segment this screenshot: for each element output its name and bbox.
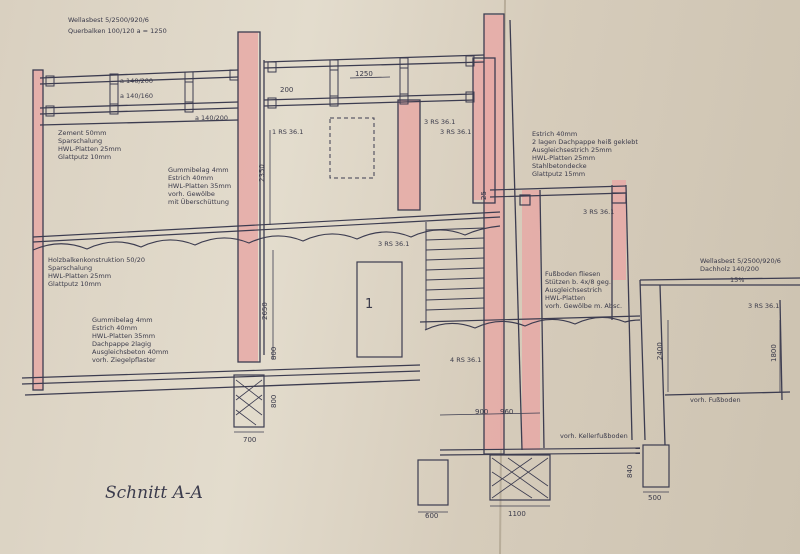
dim-800a: 800 [270, 347, 278, 360]
label-existing-floor: vorh. Fußboden [690, 396, 741, 404]
label-right-top-5: Stahlbetondecke [532, 162, 587, 170]
vaulted-ceiling [32, 211, 501, 251]
label-cellar-floor: vorh. Kellerfußboden [560, 432, 628, 440]
label-rubber-4: vorh. Gewölbe [168, 190, 215, 198]
drawing-title: Schnitt A-A [105, 483, 203, 503]
label-rs-5: 4 RS 36.1 [450, 356, 481, 364]
label-right-top-2: 2 lagen Dachpappe heiß geklebt [532, 138, 638, 146]
label-wood-2: Sparschalung [48, 264, 92, 272]
foundations [233, 374, 670, 506]
label-right-mid-2: Stützen b. 4x/8 geg. [545, 278, 611, 286]
label-rubber-1: Gummibelag 4mm [168, 166, 229, 174]
dim-800b: 800 [270, 395, 278, 408]
room-number: 1 [365, 297, 373, 312]
label-ground-5: Ausgleichsbeton 40mm [92, 348, 169, 356]
label-right-top-3: Ausgleichsestrich 25mm [532, 146, 612, 154]
label-right-top-4: HWL-Platten 25mm [532, 154, 595, 162]
mid-wall-fill [398, 100, 420, 210]
dim-840: 840 [626, 465, 634, 478]
label-wood-3: HWL-Platten 25mm [48, 272, 111, 280]
ground-slab [21, 364, 641, 456]
dim-900: 900 [475, 408, 488, 416]
roof-hatch [329, 117, 375, 179]
label-right-top-6: Glattputz 15mm [532, 170, 585, 178]
label-right-mid-1: Fußboden fliesen [545, 270, 600, 278]
label-floor-top-2: Sparschalung [58, 137, 102, 145]
roof-beams [45, 55, 475, 117]
dim-700: 700 [243, 436, 256, 444]
lower-vault [419, 315, 641, 331]
chimney-right-fill [484, 15, 504, 450]
door [356, 261, 403, 358]
label-roof-right-2: Dachholz 140/200 [700, 265, 759, 273]
label-slope: 15% [730, 276, 744, 284]
roof-structure [39, 54, 485, 126]
label-floor-top-4: Glattputz 10mm [58, 153, 111, 161]
annotations: Wellasbest 5/2500/920/6 Querbalken 100/1… [48, 16, 781, 440]
annex-wall-fill [612, 180, 626, 280]
label-wood-4: Glattputz 10mm [48, 280, 101, 288]
right-wall-fill-lower [522, 190, 540, 450]
label-rs-4: 3 RS 36.1 [378, 240, 409, 248]
dim-2650: 2650 [261, 302, 269, 320]
label-rs-6: 3 RS 36.1 [583, 208, 614, 216]
label-right-mid-5: vorh. Gewölbe m. Absc. [545, 302, 622, 310]
label-rs-1: 1 RS 36.1 [272, 128, 303, 136]
dim-1800: 1800 [770, 344, 778, 362]
dim-25: 25 [480, 191, 488, 200]
label-roof-top: Wellasbest 5/2500/920/6 [68, 16, 149, 24]
label-rubber-5: mit Überschüttung [168, 197, 229, 206]
label-roof-beam: Querbalken 100/120 a = 1250 [68, 27, 167, 35]
label-ground-1: Gummibelag 4mm [92, 316, 153, 324]
label-rubber-3: HWL-Platten 35mm [168, 182, 231, 190]
dim-600: 600 [425, 512, 438, 520]
label-ground-6: vorh. Ziegelpflaster [92, 356, 156, 364]
label-beam-1: a 140/200 [120, 77, 153, 85]
label-rs-3: 3 RS 36.1 [440, 128, 471, 136]
dim-2350: 2350 [258, 164, 266, 182]
label-floor-top-3: HWL-Platten 25mm [58, 145, 121, 153]
label-ground-2: Estrich 40mm [92, 324, 137, 332]
label-rubber-2: Estrich 40mm [168, 174, 213, 182]
label-right-mid-4: HWL-Platten [545, 294, 585, 302]
label-ground-4: Dachpappe 2lagig [92, 340, 151, 348]
dim-960: 960 [500, 408, 513, 416]
dim-500: 500 [648, 494, 661, 502]
dimension-lines [234, 76, 781, 513]
left-wall-fill [33, 70, 43, 390]
label-wood-1: Holzbalkenkonstruktion 50/20 [48, 256, 145, 264]
label-roof-right-1: Wellasbest 5/2500/920/6 [700, 257, 781, 265]
annex-upper [489, 185, 627, 206]
label-ground-3: HWL-Platten 35mm [92, 332, 155, 340]
chimney-left-fill [238, 32, 258, 362]
dimension-texts: 1250 200 2350 2650 800 700 800 900 960 1… [243, 70, 778, 520]
dim-200: 200 [280, 86, 293, 94]
dim-2400: 2400 [656, 342, 664, 360]
label-beam-2: a 140/160 [120, 92, 153, 100]
label-beam-3: a 140/200 [195, 114, 228, 122]
label-rs-2: 3 RS 36.1 [424, 118, 455, 126]
dim-1250: 1250 [355, 70, 373, 78]
label-right-top-1: Estrich 40mm [532, 130, 577, 138]
label-right-mid-3: Ausgleichsestrich [545, 286, 602, 294]
label-floor-top-1: Zement 50mm [58, 129, 106, 137]
dim-1100: 1100 [508, 510, 526, 518]
stair [425, 215, 485, 330]
label-rs-7: 3 RS 36.1 [748, 302, 779, 310]
